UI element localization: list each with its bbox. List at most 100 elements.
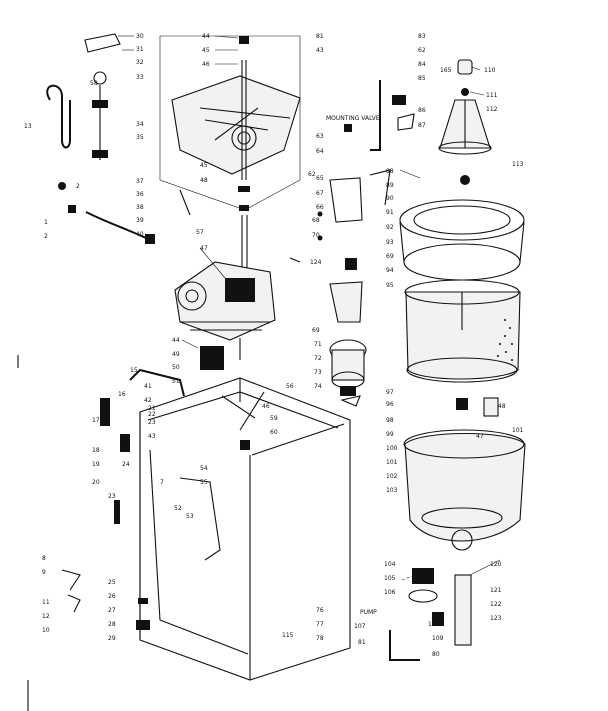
part-label: 45 [200, 162, 208, 169]
part-label: 26 [108, 593, 116, 600]
part-label: 91 [386, 209, 394, 216]
part-label: 20 [92, 479, 100, 486]
part-label: 49 [172, 351, 180, 358]
part-label: 51 [172, 378, 180, 385]
part-label: 97 [386, 389, 394, 396]
part-label: 55 [200, 479, 208, 486]
part-label: 106 [384, 589, 396, 596]
part-label: 100 [386, 445, 398, 452]
part-label: 44 [202, 33, 210, 40]
part-label: 83 [418, 33, 426, 40]
part-label: 103 [386, 487, 398, 494]
part-label: 29 [108, 635, 116, 642]
part-label: 93 [386, 239, 394, 246]
part-label: 105 [384, 575, 396, 582]
part-label: 33 [136, 74, 144, 81]
tub-and-basket [399, 199, 525, 383]
part-label: 8 [42, 555, 46, 562]
part-label: 30 [136, 33, 144, 40]
part-label: 123 [490, 615, 502, 622]
base-plate-assembly [159, 35, 301, 211]
part-label: 40 [136, 231, 144, 238]
part-label: 36 [136, 191, 144, 198]
part-label: 15 [130, 367, 138, 374]
part-label: 110 [484, 67, 496, 74]
part-label: 47 [476, 433, 484, 440]
part-label: 45 [202, 47, 210, 54]
part-label: 31 [136, 46, 144, 53]
part-label: 44 [172, 337, 180, 344]
part-label: 69 [386, 253, 394, 260]
part-label: 121 [490, 587, 502, 594]
part-label: 68 [312, 217, 320, 224]
part-label: 120 [490, 561, 502, 568]
part-label: 84 [418, 61, 426, 68]
part-label: 23 [148, 419, 156, 426]
annotation: MOUNTING VALVE [326, 115, 380, 122]
part-label: 2 [76, 183, 80, 190]
part-label: 72 [314, 355, 322, 362]
transmission-assembly [174, 261, 276, 370]
part-label: 73 [314, 369, 322, 376]
part-label: 28 [108, 621, 116, 628]
part-label: 59 [270, 415, 278, 422]
part-label: 111 [486, 92, 498, 99]
part-label: 62 [308, 171, 316, 178]
part-label: 109 [432, 635, 444, 642]
part-label: 122 [490, 601, 502, 608]
part-label: 27 [108, 607, 116, 614]
part-label: 60 [270, 429, 278, 436]
part-label: 104 [384, 561, 396, 568]
tub-base-and-pump [389, 397, 526, 661]
part-label: 48 [498, 403, 506, 410]
annotation: PUMP [360, 609, 377, 616]
part-label: 9 [42, 569, 46, 576]
part-label: 85 [418, 75, 426, 82]
part-label: 38 [136, 204, 144, 211]
part-label: 46 [262, 403, 270, 410]
part-label: 78 [316, 635, 324, 642]
fill-hose-assembly [46, 33, 191, 244]
part-label: 32 [136, 59, 144, 66]
part-label: 23 [108, 493, 116, 500]
part-label: 13 [24, 123, 32, 130]
part-label: 37 [136, 178, 144, 185]
part-label: 56 [286, 383, 294, 390]
part-label: 74 [314, 383, 322, 390]
part-label: 50 [172, 364, 180, 371]
part-label: 99 [386, 431, 394, 438]
part-label: 57 [196, 229, 204, 236]
part-label: 48 [200, 177, 208, 184]
part-label: 35 [136, 134, 144, 141]
part-label: 43 [316, 47, 324, 54]
leader-lines [118, 35, 501, 581]
part-label: 47 [200, 245, 208, 252]
motor-assembly [289, 169, 391, 407]
part-label: 101 [512, 427, 524, 434]
part-label: 69 [312, 327, 320, 334]
part-label: 39 [136, 217, 144, 224]
part-label: 64 [316, 148, 324, 155]
part-label: 107 [354, 623, 366, 630]
part-label: 2 [44, 233, 48, 240]
part-label: 115 [282, 632, 294, 639]
part-label: 16 [118, 391, 126, 398]
part-label: 41 [144, 383, 152, 390]
part-label: 11 [42, 599, 50, 606]
part-label: 108 [428, 621, 440, 628]
part-label: 94 [386, 267, 394, 274]
part-label: 124 [310, 259, 322, 266]
part-label: 63 [316, 133, 324, 140]
part-label: 54 [200, 465, 208, 472]
part-label: 113 [512, 161, 524, 168]
part-label: 21 [148, 405, 156, 412]
part-label: 96 [386, 401, 394, 408]
part-label: 86 [418, 107, 426, 114]
part-label: 7 [160, 479, 164, 486]
part-label: 46 [202, 61, 210, 68]
part-label: 102 [386, 473, 398, 480]
part-label: 67 [316, 190, 324, 197]
part-label: 58 [90, 80, 98, 87]
part-label: 66 [316, 204, 324, 211]
part-label: 80 [432, 651, 440, 658]
